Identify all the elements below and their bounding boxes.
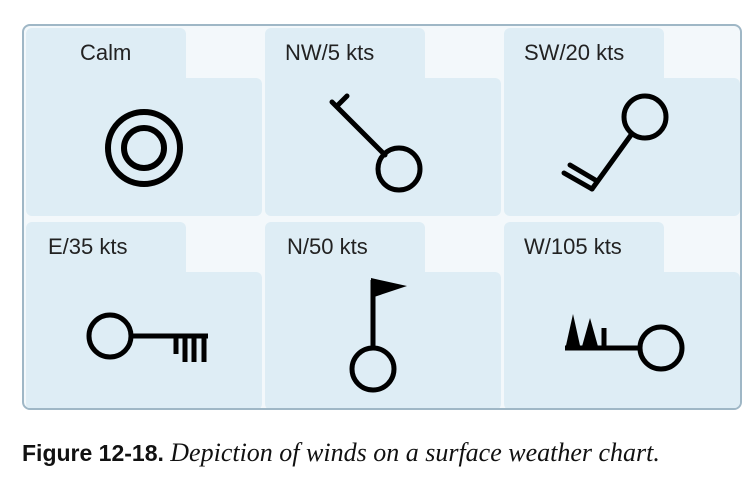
cell-calm: Calm [26,28,262,216]
n-50kt-wind-barb-icon [349,278,407,393]
cell-label-w-105kts: W/105 kts [524,234,622,259]
figure-caption: Figure 12-18. Depiction of winds on a su… [22,438,660,468]
calm-wind-symbol-icon [105,109,183,187]
wind-symbols-figure: Calm NW/5 kts SW/20 kts E/35 kts [22,24,742,410]
cell-nw-5kts: NW/5 kts [265,28,501,216]
cell-label-e-35kts: E/35 kts [48,234,128,259]
cell-e-35kts: E/35 kts [26,222,262,408]
cell-label-calm: Calm [80,40,132,65]
cell-label-nw-5kts: NW/5 kts [285,40,375,65]
cell-sw-20kts: SW/20 kts [504,28,740,216]
w-105kt-wind-barb-icon [565,314,685,372]
figure-number: Figure 12-18. [22,440,164,466]
cell-label-n-50kts: N/50 kts [287,234,368,259]
cell-w-105kts: W/105 kts [504,222,740,408]
nw-5kt-wind-barb-icon [329,93,423,193]
figure-description: Depiction of winds on a surface weather … [170,438,660,467]
sw-20kt-wind-barb-icon [561,93,669,192]
cell-label-sw-20kts: SW/20 kts [524,40,625,65]
cell-n-50kts: N/50 kts [265,222,501,408]
e-35kt-wind-barb-icon [86,312,208,362]
